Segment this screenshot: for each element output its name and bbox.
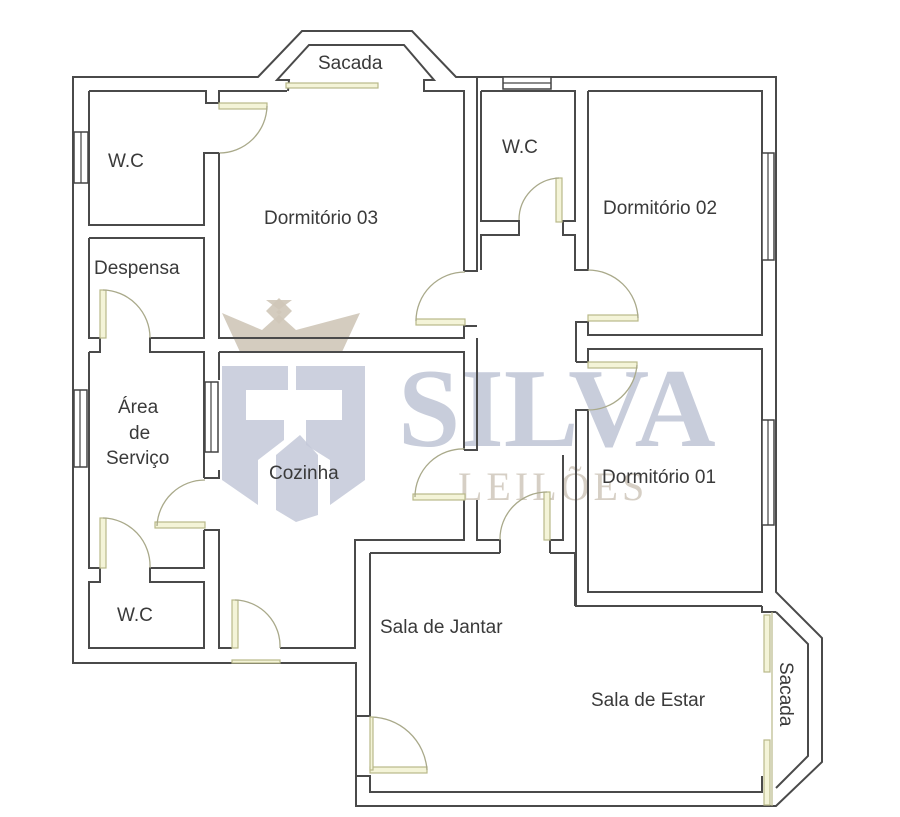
- crown-icon: [222, 300, 360, 352]
- door: [412, 448, 466, 501]
- room-label: de: [129, 423, 150, 444]
- door: [518, 177, 563, 223]
- room-label-sacada-top: Sacada: [318, 53, 383, 74]
- door: [499, 491, 551, 541]
- room-dormitorio-02: Dormitório 02: [575, 90, 775, 362]
- shield-icon: [222, 366, 365, 522]
- watermark-sub: LEILÕES: [458, 464, 648, 509]
- room-label: Dormitório 03: [264, 208, 378, 229]
- room-label: Sala de Jantar: [380, 617, 503, 638]
- door: [415, 271, 466, 326]
- room-wc-top-center: W.C: [480, 76, 589, 271]
- room-area-servico: Área de Serviço: [73, 381, 219, 469]
- sacada-right: Sacada: [763, 611, 809, 806]
- room-label-sacada-right: Sacada: [775, 662, 796, 727]
- door: [218, 102, 268, 154]
- door: [587, 269, 639, 322]
- room-cozinha: Cozinha: [204, 463, 465, 649]
- room-label: Dormitório 01: [602, 467, 716, 488]
- entrance-door: [369, 716, 428, 774]
- room-label: Sala de Estar: [591, 690, 706, 711]
- door: [231, 599, 281, 664]
- door: [587, 361, 638, 411]
- room-salas: Sala de Jantar Sala de Estar: [355, 552, 776, 793]
- room-label: W.C: [108, 151, 144, 172]
- room-dormitorio-03: Dormitório 03: [218, 77, 478, 339]
- room-label: Dormitório 02: [603, 198, 717, 219]
- room-label: Área: [118, 397, 159, 418]
- watermark-logo: SILVA LEILÕES: [222, 298, 716, 522]
- room-label: Serviço: [106, 448, 169, 469]
- room-wc-top-left: W.C: [73, 91, 219, 226]
- room-label: W.C: [502, 137, 538, 158]
- sacada-sliding-door: [285, 82, 379, 89]
- room-label: Despensa: [94, 258, 180, 279]
- door: [99, 289, 151, 339]
- room-label: Cozinha: [269, 463, 339, 484]
- door: [99, 517, 151, 569]
- door: [154, 479, 206, 529]
- room-label-wc-bottom: W.C: [117, 605, 153, 626]
- room-dormitorio-01: Dormitório 01: [575, 348, 775, 607]
